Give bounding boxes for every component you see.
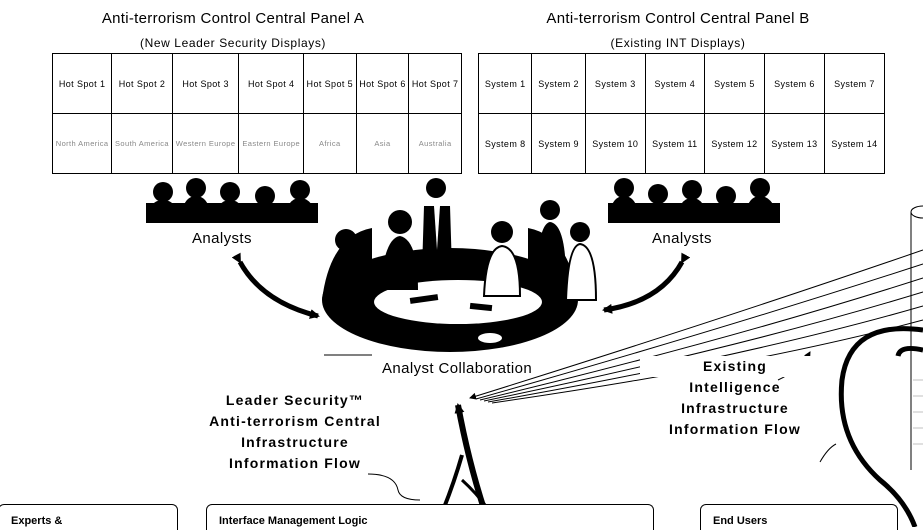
- region-cell: North America: [51, 113, 113, 174]
- hot-spot-cell: Hot Spot 7: [408, 53, 462, 114]
- system-cell: System 4: [644, 53, 705, 114]
- region-cell: South America: [111, 113, 173, 174]
- system-cell: System 5: [703, 53, 765, 114]
- analysts-right-silhouette: [608, 178, 780, 223]
- right-double-arrow: [602, 252, 691, 314]
- leader-flow-label: Leader Security™ Anti-terrorism Central …: [170, 390, 420, 474]
- leader-flow-line: Leader Security™: [225, 392, 365, 408]
- existing-flow-label: Existing Intelligence Infrastructure Inf…: [640, 356, 830, 440]
- system-cell: System 8: [477, 113, 533, 174]
- database-cylinder-icon: [910, 205, 923, 470]
- existing-flow-lines: [469, 249, 923, 404]
- existing-flow-line: Intelligence: [689, 379, 781, 395]
- panel-b-subtitle: (Existing INT Displays): [610, 36, 746, 50]
- existing-flow-line: Infrastructure: [681, 400, 789, 416]
- meeting-illustration: [322, 178, 598, 352]
- left-double-arrow: [231, 252, 320, 319]
- existing-info-leader-line: [819, 443, 837, 463]
- hot-spot-cell: Hot Spot 2: [111, 53, 173, 114]
- system-cell: System 9: [531, 113, 586, 174]
- system-cell: System 10: [584, 113, 646, 174]
- analysts-left-silhouette: [146, 178, 318, 223]
- system-cell: System 7: [823, 53, 886, 114]
- panel-a-title: Anti-terrorism Control Central Panel A: [101, 10, 365, 27]
- panel-b-grid: System 1 System 2 System 3 System 4 Syst…: [477, 53, 886, 174]
- existing-flow-line: Information Flow: [669, 421, 801, 437]
- panel-a-grid: Hot Spot 1 Hot Spot 2 Hot Spot 3 Hot Spo…: [51, 53, 462, 174]
- leader-flow-line: Infrastructure: [241, 434, 349, 450]
- system-cell: System 12: [703, 113, 765, 174]
- interface-management-box: Interface Management Logic: [206, 504, 654, 530]
- experts-box-label: Experts &: [11, 515, 63, 527]
- system-cell: System 11: [644, 113, 705, 174]
- interface-box-label: Interface Management Logic: [219, 515, 368, 527]
- end-users-box: End Users: [700, 504, 898, 530]
- region-cell: Africa: [302, 113, 357, 174]
- analysts-right-label: Analysts: [652, 230, 712, 247]
- system-cell: System 14: [823, 113, 886, 174]
- panel-a-subtitle: (New Leader Security Displays): [139, 36, 327, 50]
- region-cell: Australia: [408, 113, 462, 174]
- hot-spot-cell: Hot Spot 1: [51, 53, 113, 114]
- system-cell: System 2: [531, 53, 586, 114]
- experts-box: Experts &: [0, 504, 178, 530]
- system-cell: System 13: [763, 113, 825, 174]
- analysts-left-label: Analysts: [192, 230, 252, 247]
- leader-flow-line: Information Flow: [229, 455, 361, 471]
- leader-flow-line: Anti-terrorism Central: [209, 413, 381, 429]
- region-cell: Western Europe: [171, 113, 240, 174]
- collaboration-label: Analyst Collaboration: [380, 360, 535, 377]
- system-cell: System 3: [584, 53, 646, 114]
- existing-infrastructure-curve: [838, 326, 923, 527]
- end-users-box-label: End Users: [713, 515, 768, 527]
- leader-label-leader-line: [367, 473, 421, 501]
- hot-spot-cell: Hot Spot 6: [355, 53, 410, 114]
- existing-infrastructure-hook: [895, 346, 923, 357]
- panel-b-title: Anti-terrorism Control Central Panel B: [546, 10, 810, 27]
- existing-flow-line: Existing: [640, 356, 830, 377]
